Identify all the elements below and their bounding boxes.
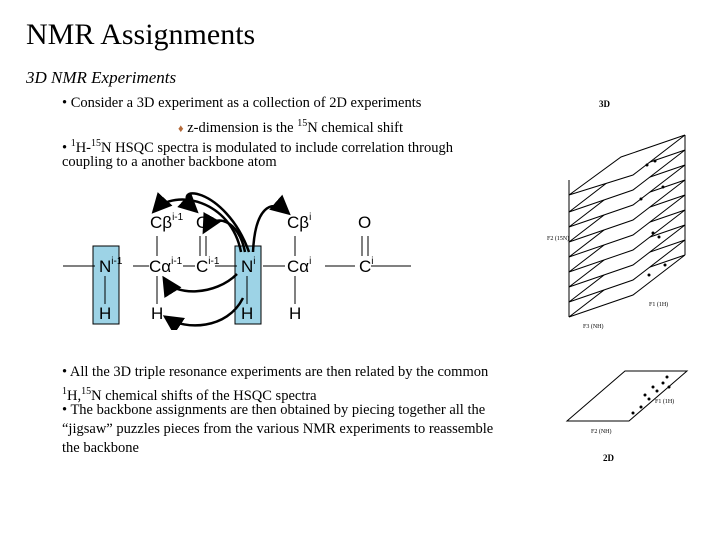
atom-o-prev: O: [196, 213, 209, 232]
slide-subtitle: 3D NMR Experiments: [26, 68, 177, 87]
bullet-consider: • Consider a 3D experiment as a collecti…: [62, 95, 422, 111]
bullet-tr-sup1: 1: [62, 386, 67, 397]
backbone-bonds: [63, 236, 411, 304]
atom-o-cur: O: [358, 213, 371, 232]
label-3d: 3D: [599, 99, 611, 109]
bullet-hsqc-sup2: 15: [91, 138, 102, 149]
bullet-backbone-assign-line2: “jigsaw” puzzles pieces from the various…: [62, 421, 494, 437]
bullet-hsqc-pre: •: [62, 139, 71, 156]
plane-stack: [568, 134, 686, 318]
backbone-diagram: Cβi-1 O Cβi O Ni-1 Cαi-1 Ci-1 Ni Cαi Ci …: [63, 192, 411, 330]
bullet-z-dimension: ♦ z-dimension is the 15N chemical shift: [178, 114, 403, 139]
bullet-hsqc-sup1: 1: [70, 138, 76, 149]
plane-2d: [565, 370, 689, 422]
atom-n-prev: Ni-1: [99, 256, 123, 276]
bullet-z-sup: 15: [297, 118, 308, 129]
highlight-n-prev: [92, 245, 120, 325]
atom-h-3: H: [241, 304, 253, 323]
label-2d-f2: F2 (NH): [591, 428, 612, 435]
atom-n-cur: Ni: [241, 256, 256, 276]
bullet-hsqc-line2: coupling to a another backbone atom: [62, 154, 277, 170]
bullet-tr-post: N chemical shifts of the HSQC spectra: [91, 387, 317, 404]
atom-h-2: H: [151, 304, 163, 323]
plane-2d-peaks: [631, 375, 671, 415]
atom-ca-prev: Cαi-1: [149, 256, 183, 276]
bullet-hsqc-post: N HSQC spectra is modulated to include c…: [101, 139, 453, 156]
bullet-hsqc-mid: H-: [75, 139, 92, 156]
atom-cb-cur: Cβi: [287, 212, 311, 232]
nmr-3d-2d-figure: 3D F2 (15N) F1 (1H) F3 (NH) F1 (1H) F2 (…: [547, 99, 689, 463]
bullet-tr-sup2: 15: [81, 386, 92, 397]
atom-c-prev: Ci-1: [196, 256, 220, 276]
label-2d-f1: F1 (1H): [655, 398, 674, 405]
bullet-tr-mid: H,: [67, 387, 82, 404]
bullet-triple-resonance: • All the 3D triple resonance experiment…: [62, 364, 489, 380]
diamond-icon: ♦: [178, 122, 184, 135]
bullet-backbone-assign: • The backbone assignments are then obta…: [62, 402, 486, 418]
bullet-triple-resonance-line2: 1H,15N chemical shifts of the HSQC spect…: [62, 382, 317, 406]
label-2d: 2D: [603, 453, 615, 463]
coupling-arrows: [151, 192, 291, 330]
bullet-backbone-assign-line3: the backbone: [62, 440, 139, 456]
atom-cb-prev: Cβi-1: [150, 212, 184, 232]
label-f3-nh: F3 (NH): [583, 323, 604, 330]
atom-h-1: H: [99, 304, 111, 323]
atom-h-4: H: [289, 304, 301, 323]
bullet-z-post: N chemical shift: [307, 119, 404, 136]
atom-ca-cur: Cαi: [287, 256, 311, 276]
label-f2-15n: F2 (15N): [547, 235, 569, 242]
bullet-z-pre: z-dimension is the: [187, 119, 298, 136]
slide-title: NMR Assignments: [26, 18, 256, 51]
bullet-hsqc: • 1H-15N HSQC spectra is modulated to in…: [62, 134, 453, 158]
label-f1-1h: F1 (1H): [649, 301, 668, 308]
atom-c-cur: Ci: [359, 256, 374, 276]
stack-peaks: [639, 159, 667, 277]
